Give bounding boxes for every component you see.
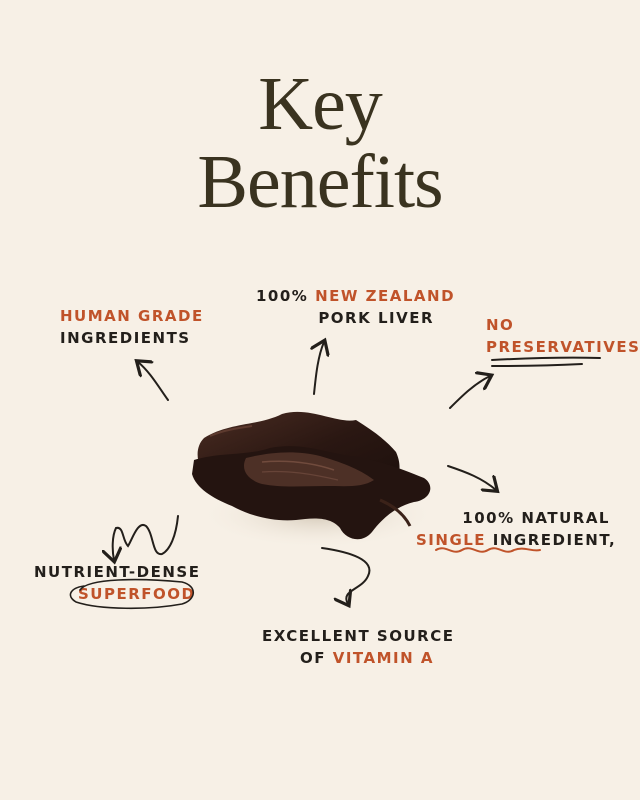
benefit-nutrient-line1: NUTRIENT-DENSE bbox=[34, 563, 201, 581]
benefit-preservatives-accent: PRESERVATIVES bbox=[486, 337, 640, 356]
benefit-nutrient-accent: SUPERFOOD bbox=[78, 584, 196, 603]
benefit-no-preservatives: NO PRESERVATIVES bbox=[486, 315, 640, 359]
underline-scribble bbox=[491, 356, 601, 367]
benefit-natural-rest: INGREDIENT, bbox=[486, 530, 617, 549]
benefit-nz-prefix: 100% bbox=[256, 287, 316, 305]
benefit-human-grade: HUMAN GRADE INGREDIENTS bbox=[60, 306, 204, 350]
benefit-vitamin-line1: EXCELLENT SOURCE bbox=[262, 627, 455, 645]
benefit-nz-rest: PORK LIVER bbox=[318, 308, 434, 327]
benefit-human-grade-accent: HUMAN GRADE bbox=[60, 307, 204, 325]
arrow-icon bbox=[113, 515, 179, 560]
benefit-nutrient-dense: NUTRIENT-DENSE SUPERFOOD bbox=[34, 562, 200, 606]
benefit-human-grade-rest: INGREDIENTS bbox=[60, 328, 191, 347]
arrow-icon bbox=[314, 342, 324, 395]
arrow-icon bbox=[321, 547, 371, 604]
benefit-no-accent: NO bbox=[486, 316, 515, 334]
benefit-natural: 100% NATURAL SINGLE INGREDIENT, bbox=[416, 508, 615, 552]
benefit-vitamin: EXCELLENT SOURCE OF VITAMIN A bbox=[262, 626, 453, 670]
arrow-icon bbox=[449, 376, 490, 409]
benefit-nz-liver: 100% NEW ZEALAND PORK LIVER bbox=[256, 286, 454, 330]
benefit-natural-line1: 100% NATURAL bbox=[462, 509, 610, 527]
title-line-1: Key bbox=[258, 62, 383, 146]
arrow-icon bbox=[138, 362, 169, 401]
underline-scribble bbox=[435, 547, 541, 553]
benefit-nz-accent: NEW ZEALAND bbox=[315, 287, 456, 305]
benefit-natural-accent: SINGLE bbox=[416, 530, 487, 549]
arrow-icon bbox=[447, 465, 496, 490]
benefit-vitamin-accent: VITAMIN A bbox=[332, 648, 434, 667]
circle-scribble bbox=[69, 578, 195, 610]
benefit-vitamin-prefix: OF bbox=[300, 648, 333, 667]
title-line-2: Benefits bbox=[197, 140, 443, 224]
